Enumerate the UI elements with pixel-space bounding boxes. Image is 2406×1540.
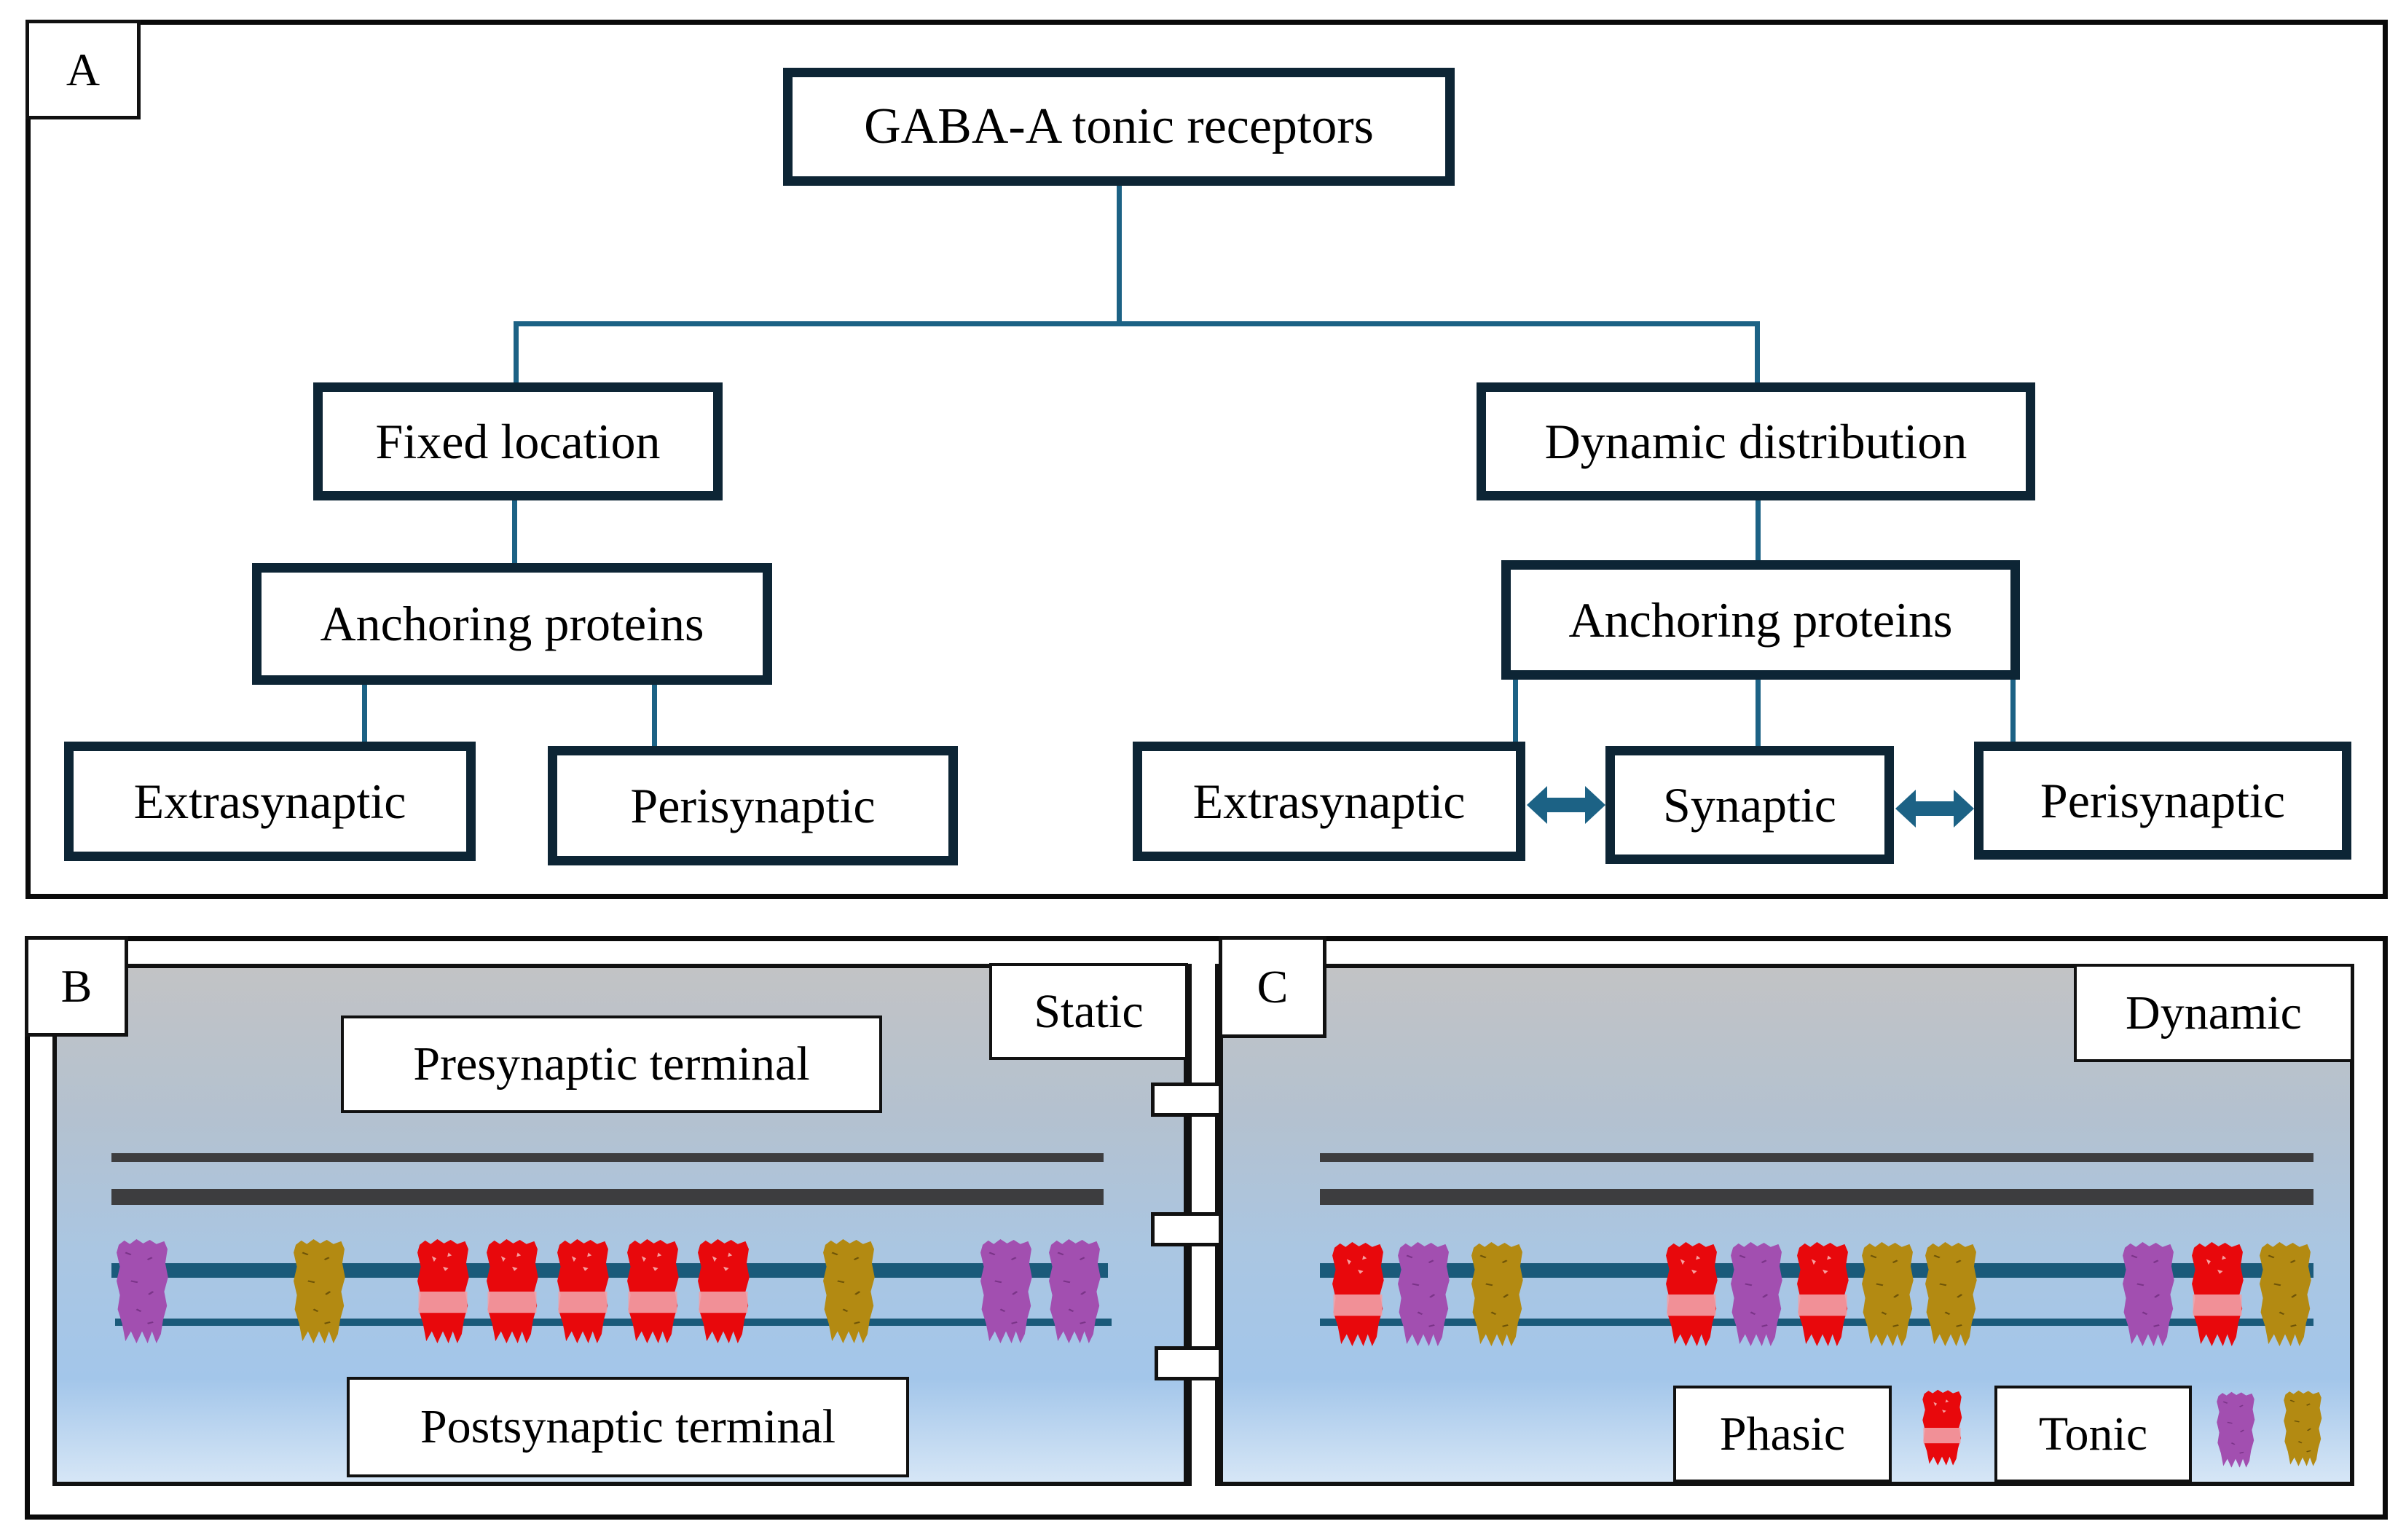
connector-fixed-anchoring <box>512 499 517 566</box>
dynamic-label: Dynamic <box>2074 964 2354 1062</box>
connector-dynamic-anchoring <box>1756 499 1761 563</box>
tonic-purple-receptor-icon <box>1049 1238 1101 1344</box>
anchoring-proteins-left-node: Anchoring proteins <box>252 563 772 685</box>
tonic-gold-receptor-icon <box>294 1238 345 1344</box>
phasic-receptor-icon <box>698 1238 750 1344</box>
connector-anchoring-perisynaptic-left <box>652 683 657 749</box>
legend-phasic-label: Phasic <box>1673 1386 1892 1482</box>
panel-b-tag: B <box>25 936 128 1037</box>
presynaptic-membrane-thin <box>111 1153 1104 1162</box>
bidirectional-arrow-icon <box>1527 786 1605 824</box>
connector-root-down <box>1117 186 1122 326</box>
phasic-receptor-icon <box>557 1238 609 1344</box>
phasic-receptor-icon <box>627 1238 679 1344</box>
anchoring-proteins-right-node: Anchoring proteins <box>1501 560 2020 680</box>
connector-to-fixed <box>514 321 519 387</box>
synaptic-node: Synaptic <box>1605 746 1894 864</box>
presynaptic-membrane-thin-c <box>1320 1153 2313 1162</box>
extrasynaptic-right-node: Extrasynaptic <box>1133 742 1525 861</box>
legend-tonic-label: Tonic <box>1994 1386 2192 1482</box>
static-label: Static <box>989 963 1188 1060</box>
presynaptic-membrane-thick <box>111 1189 1104 1205</box>
connector-to-dynamic <box>1755 321 1760 387</box>
panel-a-tag: A <box>25 20 141 119</box>
perisynaptic-right-node: Perisynaptic <box>1974 742 2351 860</box>
tonic-gold-receptor-icon <box>2260 1241 2311 1347</box>
phasic-receptor-icon <box>2192 1241 2244 1347</box>
tonic-gold-receptor-icon <box>823 1238 875 1344</box>
connector-root-horizontal <box>514 321 1760 326</box>
phasic-receptor-icon <box>1797 1241 1849 1347</box>
phasic-receptor-icon <box>487 1238 538 1344</box>
panel-c-tag: C <box>1219 936 1326 1038</box>
postsynaptic-terminal-label: Postsynaptic terminal <box>347 1377 909 1477</box>
tonic-purple-receptor-icon <box>117 1238 168 1344</box>
tonic-gold-receptor-icon <box>1862 1241 1914 1347</box>
phasic-receptor-icon <box>1666 1241 1718 1347</box>
connector-anchoring-extrasynaptic-right <box>1513 678 1518 744</box>
connector-anchoring-perisynaptic-right <box>2010 678 2016 744</box>
presynaptic-membrane-thick-c <box>1320 1189 2313 1205</box>
phasic-receptor-icon <box>417 1238 469 1344</box>
tonic-purple-receptor-icon <box>1731 1241 1782 1347</box>
bidirectional-arrow-icon <box>1895 790 1974 828</box>
tonic-purple-receptor-icon <box>980 1238 1032 1344</box>
tonic-purple-receptor-icon <box>2123 1241 2174 1347</box>
root-node: GABA-A tonic receptors <box>783 68 1455 186</box>
phasic-receptor-icon <box>1332 1241 1384 1347</box>
connector-anchoring-synaptic <box>1756 678 1761 748</box>
extrasynaptic-left-node: Extrasynaptic <box>64 742 476 861</box>
tonic-purple-receptor-icon <box>1398 1241 1450 1347</box>
fixed-location-node: Fixed location <box>313 382 723 500</box>
postsynaptic-membrane-inner <box>115 1319 1112 1326</box>
connector-anchoring-extrasynaptic-left <box>362 683 367 745</box>
presynaptic-terminal-label: Presynaptic terminal <box>341 1015 882 1113</box>
tonic-gold-receptor-icon <box>1925 1241 1977 1347</box>
tonic-gold-receptor-icon <box>2284 1390 2322 1466</box>
tonic-gold-receptor-icon <box>1471 1241 1523 1347</box>
phasic-receptor-icon <box>1922 1389 1962 1466</box>
perisynaptic-left-node: Perisynaptic <box>548 746 958 865</box>
dynamic-distribution-node: Dynamic distribution <box>1477 382 2035 500</box>
tonic-purple-receptor-icon <box>2217 1391 2255 1468</box>
